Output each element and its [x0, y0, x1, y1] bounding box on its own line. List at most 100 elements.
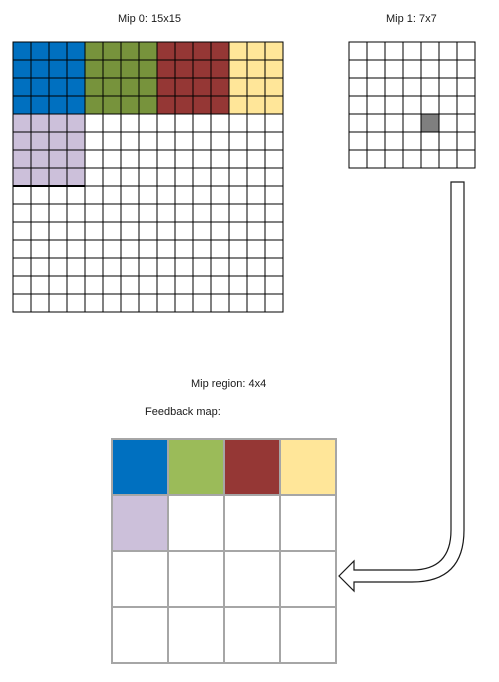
mip0-cell: [156, 293, 176, 313]
mip0-cell: [12, 185, 32, 205]
mip0-cell: [12, 275, 32, 295]
feedback-map-cell: [279, 606, 337, 664]
mip0-cell: [84, 167, 104, 187]
mip0-cell: [228, 41, 248, 61]
mip0-cell: [156, 131, 176, 151]
mip1-cell: [348, 41, 368, 61]
mip0-cell: [264, 275, 284, 295]
mip0-cell: [210, 203, 230, 223]
mip0-cell: [264, 239, 284, 259]
mip1-cell: [438, 131, 458, 151]
mip0-cell: [210, 59, 230, 79]
mip0-cell: [246, 185, 266, 205]
mip0-cell: [84, 113, 104, 133]
mip1-cell: [438, 41, 458, 61]
mip0-cell: [30, 221, 50, 241]
mip1-cell: [420, 59, 440, 79]
mip0-cell: [228, 185, 248, 205]
mip0-cell: [228, 95, 248, 115]
mip1-cell: [456, 59, 476, 79]
mip0-cell: [264, 203, 284, 223]
mip1-highlight-cell: [420, 113, 440, 133]
mip1-cell: [402, 59, 422, 79]
mip0-cell: [12, 293, 32, 313]
mip0-cell: [156, 77, 176, 97]
mip0-cell: [66, 203, 86, 223]
mip0-cell: [30, 59, 50, 79]
mip0-cell: [192, 239, 212, 259]
mip0-cell: [174, 221, 194, 241]
mip0-cell: [156, 185, 176, 205]
mip1-cell: [348, 131, 368, 151]
mip0-cell: [138, 185, 158, 205]
mip0-cell: [84, 221, 104, 241]
mip0-cell: [66, 113, 86, 133]
mip0-cell: [138, 203, 158, 223]
mip0-cell: [246, 293, 266, 313]
mip0-cell: [210, 293, 230, 313]
mip0-cell: [246, 77, 266, 97]
feedback-map-cell: [111, 606, 169, 664]
mip1-cell: [402, 149, 422, 169]
mip0-cell: [192, 41, 212, 61]
mip0-cell: [174, 149, 194, 169]
mip0-cell: [192, 203, 212, 223]
mip0-cell: [174, 59, 194, 79]
feedback-map-cell: [223, 494, 281, 552]
mip0-cell: [138, 131, 158, 151]
mip0-cell: [12, 131, 32, 151]
mip0-cell: [102, 59, 122, 79]
mip0-cell: [30, 275, 50, 295]
mip0-cell: [210, 41, 230, 61]
mip1-cell: [366, 41, 386, 61]
mip0-cell: [12, 203, 32, 223]
mip0-cell: [138, 275, 158, 295]
mip1-cell: [456, 131, 476, 151]
mip1-cell: [420, 77, 440, 97]
mip0-cell: [228, 221, 248, 241]
feedback-map-cell: [111, 494, 169, 552]
mip0-cell: [246, 221, 266, 241]
mip0-cell: [48, 203, 68, 223]
mip0-cell: [84, 149, 104, 169]
mip0-cell: [174, 113, 194, 133]
mip0-cell: [30, 167, 50, 187]
mip0-cell: [228, 113, 248, 133]
mip0-cell: [210, 239, 230, 259]
mip0-cell: [102, 293, 122, 313]
mip0-cell: [174, 275, 194, 295]
mip0-cell: [246, 203, 266, 223]
mip0-cell: [264, 257, 284, 277]
mip0-cell: [66, 77, 86, 97]
mip0-cell: [156, 203, 176, 223]
mip0-cell: [48, 41, 68, 61]
feedback-map-cell: [279, 550, 337, 608]
mip0-cell: [246, 257, 266, 277]
mip1-cell: [438, 149, 458, 169]
mip1-cell: [420, 149, 440, 169]
mip1-cell: [420, 41, 440, 61]
mip0-cell: [48, 185, 68, 205]
mip1-to-feedback-arrow: [338, 181, 465, 593]
mip1-cell: [366, 95, 386, 115]
mip1-cell: [384, 77, 404, 97]
mip1-cell: [402, 131, 422, 151]
mip0-cell: [84, 59, 104, 79]
mip0-cell: [192, 167, 212, 187]
mip1-cell: [456, 41, 476, 61]
mip0-cell: [174, 95, 194, 115]
mip0-cell: [228, 167, 248, 187]
mip0-cell: [210, 167, 230, 187]
mip1-cell: [348, 59, 368, 79]
mip0-cell: [66, 131, 86, 151]
mip0-cell: [120, 59, 140, 79]
mip0-cell: [246, 275, 266, 295]
mip1-grid: [348, 41, 476, 169]
mip0-cell: [228, 257, 248, 277]
mip1-cell: [384, 41, 404, 61]
mip0-cell: [246, 95, 266, 115]
mip0-cell: [264, 149, 284, 169]
mip0-cell: [138, 113, 158, 133]
mip0-cell: [138, 167, 158, 187]
mip0-cell: [138, 293, 158, 313]
